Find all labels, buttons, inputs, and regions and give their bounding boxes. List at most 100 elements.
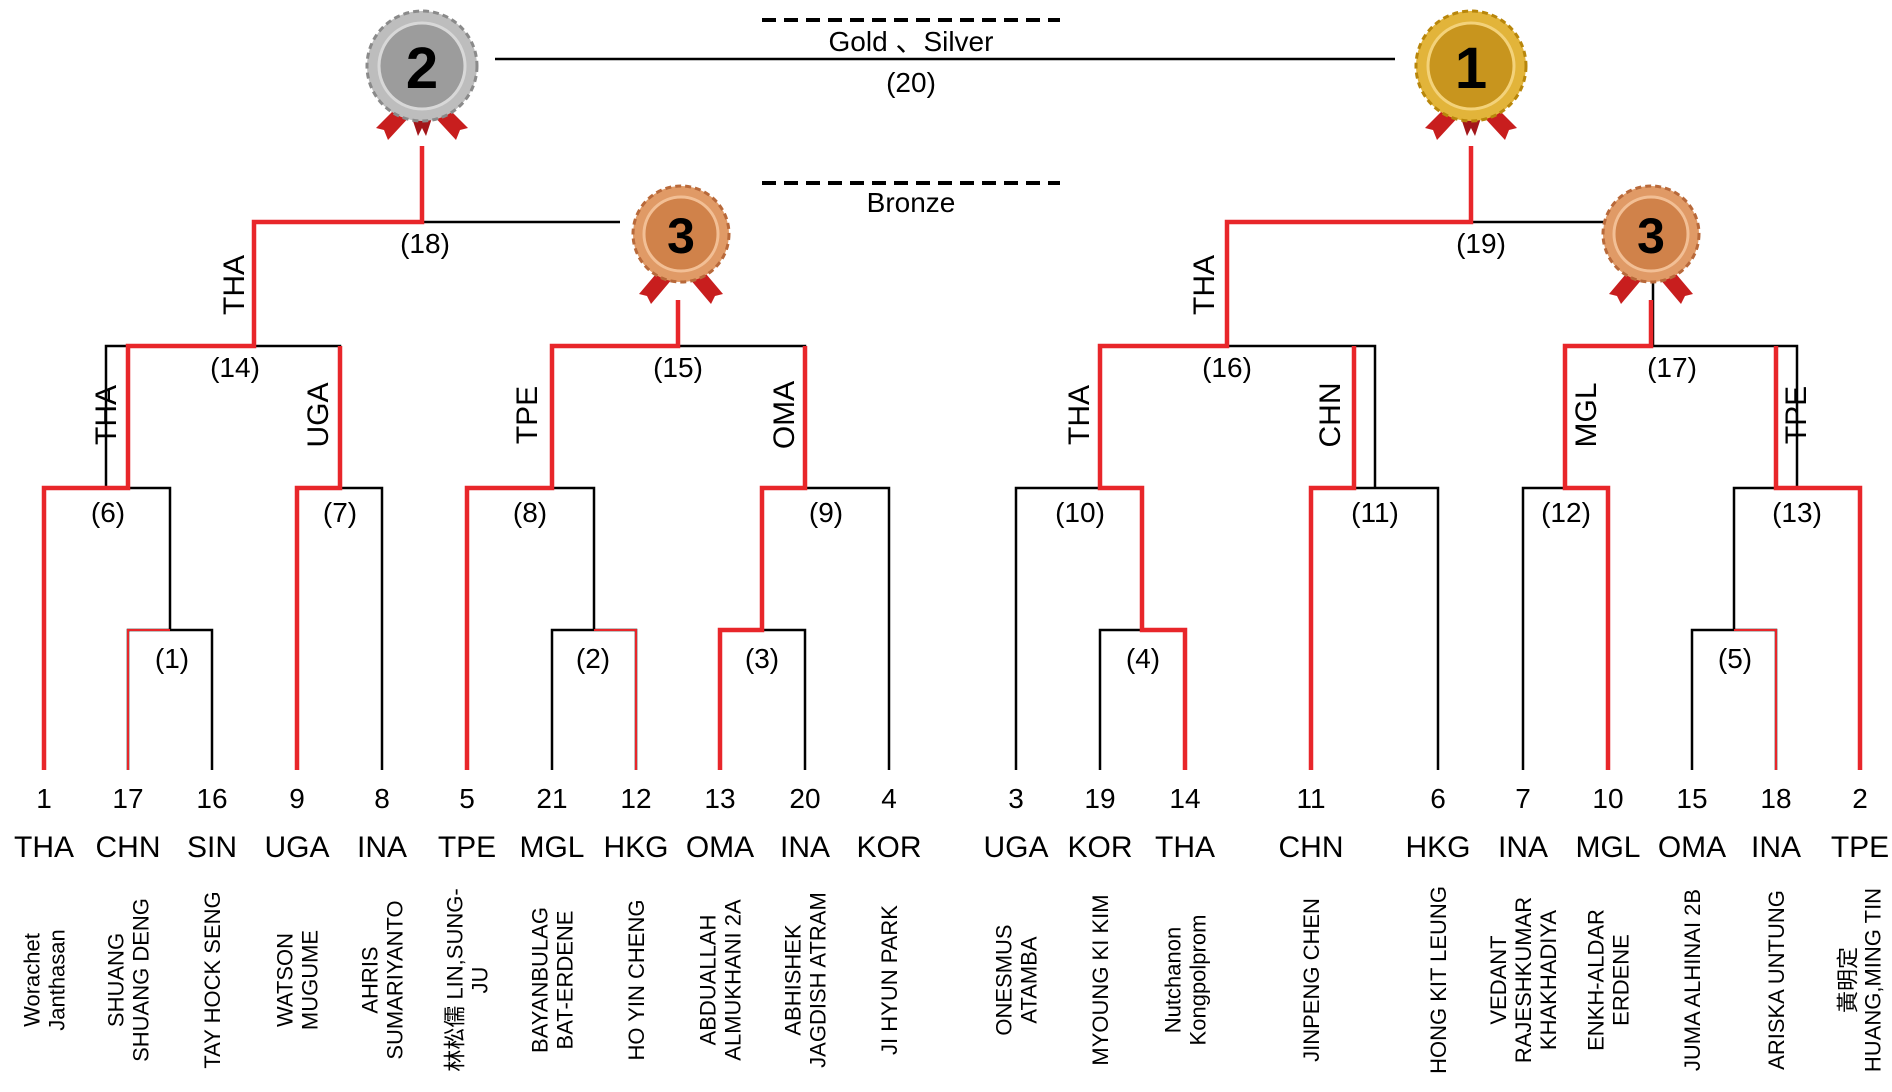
legend-gold-silver: Gold 、Silver <box>829 26 994 57</box>
player-name: ARISKA UNTUNG <box>1764 890 1789 1070</box>
winner-path <box>1734 629 1777 770</box>
player-name: ONESMUS <box>992 924 1017 1035</box>
player-seed: 11 <box>1296 783 1325 814</box>
player-country: OMA <box>1658 831 1726 864</box>
player-name: JUMA ALHINAI 2B <box>1680 889 1705 1071</box>
player-country: MGL <box>519 831 584 864</box>
match-label: (11) <box>1351 497 1399 528</box>
winner-label-m10: THA <box>1063 385 1096 445</box>
bracket-connector <box>1309 486 1440 770</box>
winner-label-m16: THA <box>1188 255 1221 315</box>
winner-path <box>464 300 681 770</box>
bracket-lines <box>42 220 1862 770</box>
legend-bronze: Bronze <box>867 187 956 218</box>
match-label: (4) <box>1126 643 1160 674</box>
bronze-medal-number-right: 3 <box>1637 208 1665 264</box>
player-seed: 5 <box>459 783 475 814</box>
player-country: INA <box>1498 831 1548 864</box>
player-country: UGA <box>264 831 329 864</box>
player-seed: 4 <box>881 783 897 814</box>
player-seed: 17 <box>112 783 143 814</box>
player-country: HKG <box>603 831 668 864</box>
player-country: CHN <box>1279 831 1344 864</box>
player-country: INA <box>357 831 407 864</box>
player-seed: 13 <box>704 783 735 814</box>
player-seed: 2 <box>1852 783 1868 814</box>
player-name: ALMUKHANI 2A <box>721 899 746 1061</box>
player-seed: 20 <box>789 783 820 814</box>
player-seed: 8 <box>374 783 390 814</box>
winner-path <box>127 629 170 770</box>
match-label: (1) <box>155 643 189 674</box>
player-country: TPE <box>438 831 496 864</box>
winner-path <box>594 629 637 770</box>
player-name: RAJESHKUMAR <box>1511 897 1536 1063</box>
winner-label-m8: TPE <box>511 386 544 444</box>
match-label: (16) <box>1202 352 1252 383</box>
player-name: JAGDISH ATRAM <box>806 892 831 1068</box>
match-label: (15) <box>653 352 703 383</box>
player-name: SHUANG DENG <box>129 898 154 1062</box>
player-name: ENKH-ALDAR <box>1584 909 1609 1051</box>
player-name: KHAKHADIYA <box>1536 910 1561 1051</box>
player-name: JU <box>468 967 493 994</box>
player-name: BAYANBULAG <box>528 907 553 1053</box>
player-country: INA <box>1751 831 1801 864</box>
player-seed: 12 <box>620 783 651 814</box>
match-label: (13) <box>1772 497 1822 528</box>
player-name: ERDENE <box>1609 934 1634 1026</box>
player-country: THA <box>1155 831 1215 864</box>
match-label: (10) <box>1055 497 1105 528</box>
player-name: Worachet <box>20 933 45 1027</box>
gold-medal-number: 1 <box>1455 36 1487 101</box>
match-label: (5) <box>1718 643 1752 674</box>
player-name: HO YIN CHENG <box>624 900 649 1061</box>
match-label: (17) <box>1647 352 1697 383</box>
winner-path <box>1097 146 1474 770</box>
player-name: 黃明定 <box>1836 947 1861 1013</box>
match-label: (9) <box>809 497 843 528</box>
player-country: THA <box>14 831 74 864</box>
match-label: (20) <box>886 67 936 98</box>
player-seed: 10 <box>1592 783 1623 814</box>
winner-label-m9: OMA <box>768 381 801 449</box>
player-name: JI HYUN PARK <box>877 905 902 1055</box>
player-name: SHUANG <box>104 933 129 1027</box>
match-label: (3) <box>745 643 779 674</box>
winner-path <box>294 346 343 770</box>
bracket-connector <box>295 486 384 770</box>
player-seed: 18 <box>1760 783 1791 814</box>
player-seed: 7 <box>1515 783 1531 814</box>
winner-path <box>1308 346 1357 770</box>
player-name: MUGUME <box>298 930 323 1030</box>
bracket-connector <box>1225 220 1610 346</box>
match-label: (8) <box>513 497 547 528</box>
bronze-medal-icon-right: 3 <box>1601 184 1701 304</box>
player-name: HUANG,MING TIN <box>1861 888 1886 1072</box>
winner-path <box>1562 300 1654 770</box>
player-seed: 15 <box>1676 783 1707 814</box>
player-seed: 16 <box>196 783 227 814</box>
winner-label-m13: TPE <box>1780 386 1813 444</box>
bracket-connector <box>1521 486 1610 770</box>
bronze-medal-number-left: 3 <box>667 208 695 264</box>
player-name: AHRIS <box>358 946 383 1013</box>
player-country: KOR <box>1067 831 1132 864</box>
player-name: VEDANT <box>1486 935 1511 1024</box>
player-country: OMA <box>686 831 754 864</box>
player-country: INA <box>780 831 830 864</box>
player-seed: 1 <box>36 783 52 814</box>
match-label: (2) <box>576 643 610 674</box>
player-seed: 14 <box>1169 783 1200 814</box>
match-label: (19) <box>1456 228 1506 259</box>
player-name: Kongpolprom <box>1186 915 1211 1046</box>
silver-medal-icon: 2 <box>365 9 479 140</box>
player-seed: 3 <box>1008 783 1024 814</box>
match-label: (7) <box>323 497 357 528</box>
player-country: TPE <box>1831 831 1889 864</box>
bronze-medal-icon-left: 3 <box>631 184 731 304</box>
winner-path <box>41 146 425 770</box>
player-name: MYOUNG KI KIM <box>1088 894 1113 1065</box>
player-country: UGA <box>983 831 1048 864</box>
